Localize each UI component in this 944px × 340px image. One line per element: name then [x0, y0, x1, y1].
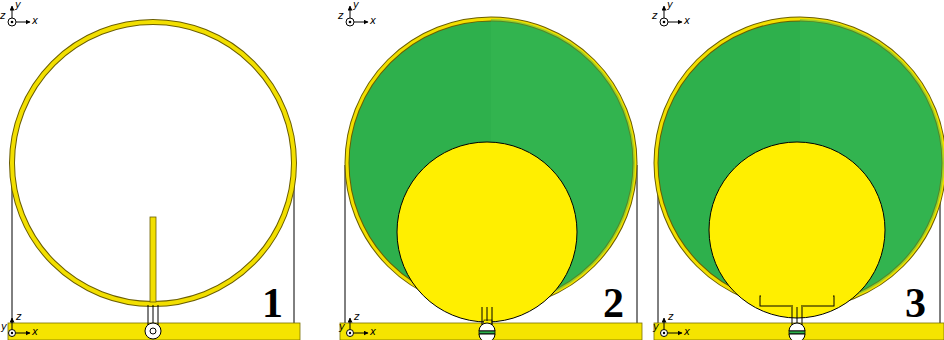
axis-label: y	[353, 0, 359, 10]
axis-label: y	[653, 322, 659, 332]
axis-label: z	[354, 312, 359, 322]
axis-label: y	[667, 0, 673, 10]
axis-label: z	[16, 312, 21, 322]
axis-label: z	[338, 11, 343, 21]
axis-label: x	[370, 16, 376, 26]
axis-label: y	[1, 322, 7, 332]
panel-number: 3	[905, 282, 926, 324]
axis-label: y	[15, 0, 21, 10]
panel-one	[8, 6, 300, 340]
axis-label: x	[684, 327, 690, 337]
axis-label: z	[652, 11, 657, 21]
axis-label: z	[668, 312, 673, 322]
axis-label: x	[684, 16, 690, 26]
axis-label: x	[32, 327, 38, 337]
axis-label: y	[339, 322, 345, 332]
panel-two	[340, 6, 642, 340]
axis-label: z	[0, 11, 5, 21]
panel-three	[654, 6, 944, 340]
panel-number: 2	[603, 282, 624, 324]
panel-number: 1	[262, 282, 283, 324]
axis-label: x	[370, 327, 376, 337]
axis-label: x	[32, 16, 38, 26]
